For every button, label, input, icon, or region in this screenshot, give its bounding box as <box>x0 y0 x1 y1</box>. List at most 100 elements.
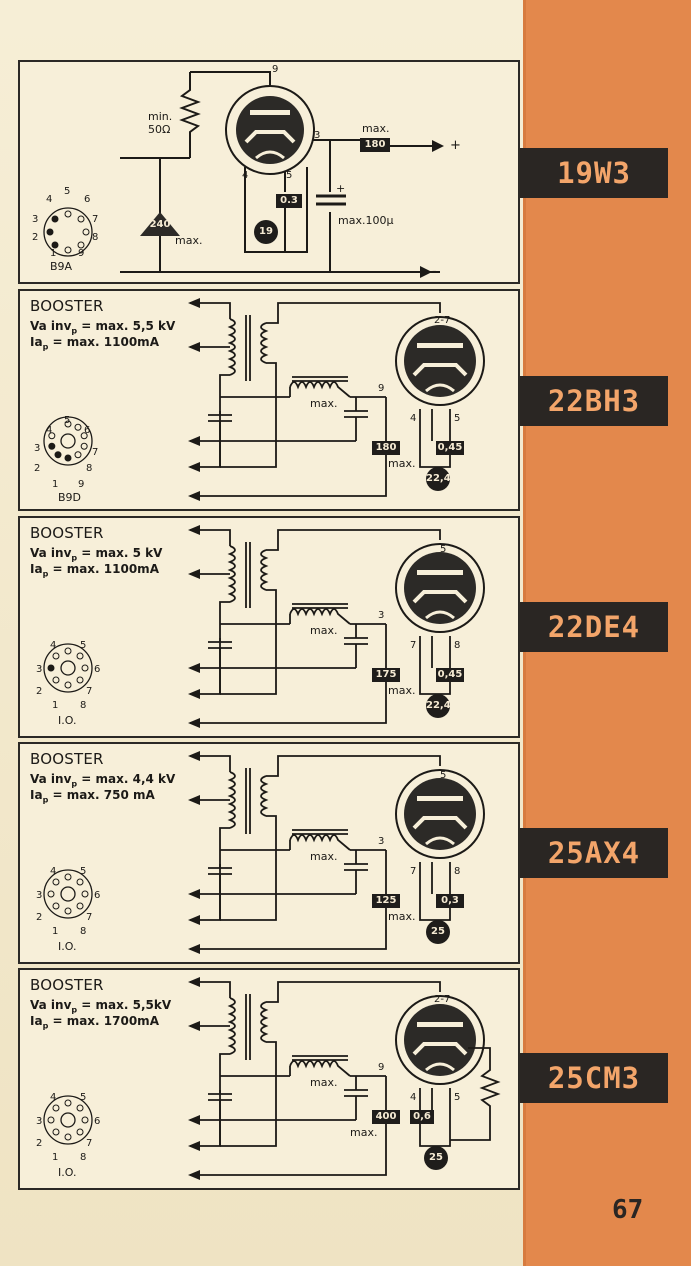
socket-pin-label: 2 <box>34 463 41 474</box>
socket-pin-label: 3 <box>36 1116 43 1127</box>
choke-max-label: max. <box>310 1076 338 1089</box>
box-max-label: max. <box>388 684 416 697</box>
box-right: 0,3 <box>436 894 464 908</box>
choke-max-label: max. <box>310 624 338 637</box>
pin-top: 9 <box>272 64 279 75</box>
page-number: 67 <box>612 1195 644 1225</box>
socket-name: I.O. <box>58 940 77 953</box>
socket-pin-9: 9 <box>78 248 85 259</box>
tube-tag-25cm3: 25CM3 <box>520 1053 668 1103</box>
socket-pin-label: 8 <box>80 700 87 711</box>
socket-pin-label: 1 <box>52 1152 59 1163</box>
socket-pin-6: 6 <box>84 194 91 205</box>
socket-pin-label: 8 <box>86 463 93 474</box>
booster-title: BOOSTER <box>30 750 104 768</box>
pin-cathode: 3 <box>378 836 385 847</box>
socket-pin-label: 9 <box>78 479 85 490</box>
socket-pin-label: 5 <box>64 415 71 426</box>
pin-top: 5 <box>440 544 447 555</box>
socket-pin-label: 7 <box>86 912 93 923</box>
arrow-minus-icon <box>420 266 432 278</box>
tube-tag-22de4: 22DE4 <box>520 602 668 652</box>
box-max-label: max. <box>350 1126 378 1139</box>
pin5-box: 0.3 <box>276 194 302 208</box>
box-max-label: max. <box>388 910 416 923</box>
diode-icon <box>140 212 180 236</box>
pin-right: 5 <box>454 1092 461 1103</box>
socket-pin-label: 2 <box>36 1138 43 1149</box>
box-left: 180 <box>372 441 400 455</box>
socket-pin-label: 4 <box>50 866 57 877</box>
box-max-label: max. <box>388 457 416 470</box>
socket-b9a-icon <box>43 207 93 257</box>
box-right: 0,45 <box>436 441 464 455</box>
socket-pin-5: 5 <box>64 186 71 197</box>
socket-name: B9D <box>58 491 82 504</box>
heater-badge: 25 <box>424 1146 448 1170</box>
pin-cathode: 9 <box>378 383 385 394</box>
socket-pin-label: 5 <box>80 866 87 877</box>
heater-badge: 19 <box>254 220 278 244</box>
socket-pin-label: 6 <box>94 890 101 901</box>
arrow-plus-icon <box>432 140 444 152</box>
pin-top: 5 <box>440 770 447 781</box>
pin-right: 5 <box>454 413 461 424</box>
panel-19w3: min. 50Ω 9 3 4 5 max. 180 + + max.100μ 0… <box>18 60 520 284</box>
pin-right: 5 <box>286 170 293 181</box>
diode-box: 240 <box>149 219 171 230</box>
pin-right: 8 <box>454 866 461 877</box>
schematic-25ax4 <box>43 751 485 954</box>
booster-title: BOOSTER <box>30 976 104 994</box>
socket-pin-2: 2 <box>32 232 39 243</box>
socket-pin-8: 8 <box>92 232 99 243</box>
choke-max-label: max. <box>310 850 338 863</box>
pin-top: 2-7 <box>434 315 451 326</box>
socket-pin-label: 8 <box>80 1152 87 1163</box>
socket-pin-label: 5 <box>80 640 87 651</box>
socket-pin-7: 7 <box>92 214 99 225</box>
heater-badge: 22,4 <box>426 694 451 718</box>
booster-title: BOOSTER <box>30 297 104 315</box>
plus-terminal: + <box>450 138 461 153</box>
out-box: 180 <box>360 138 390 152</box>
booster-title: BOOSTER <box>30 524 104 542</box>
choke-max-label: max. <box>310 397 338 410</box>
tube-tag-19w3: 19W3 <box>520 148 668 198</box>
socket-pins-icon <box>47 873 89 915</box>
pin-cathode: 3 <box>378 610 385 621</box>
socket-pin-4: 4 <box>46 194 53 205</box>
resistor-label: min. 50Ω <box>148 110 173 136</box>
pin-cathode: 9 <box>378 1062 385 1073</box>
box-left: 175 <box>372 668 400 682</box>
schematic-22bh3 <box>43 298 485 501</box>
socket-pin-label: 7 <box>92 447 99 458</box>
schematic-19w3 <box>43 71 444 278</box>
spec-ia: Iap = max. 1100mA <box>30 335 159 352</box>
box-left: 400 <box>372 1110 400 1124</box>
socket-pins-icon <box>48 420 88 462</box>
cap-label: max.100μ <box>338 214 394 227</box>
spec-va: Va invp = max. 5,5kV <box>30 998 172 1015</box>
spec-va: Va invp = max. 5,5 kV <box>30 319 176 336</box>
pin-top: 2-7 <box>434 994 451 1005</box>
pin-left: 4 <box>242 170 249 181</box>
pin-left: 4 <box>410 413 417 424</box>
socket-name: I.O. <box>58 714 77 727</box>
box-left: 125 <box>372 894 400 908</box>
socket-pin-label: 3 <box>36 890 43 901</box>
spec-ia: Iap = max. 1100mA <box>30 562 159 579</box>
socket-name: B9A <box>50 260 73 273</box>
socket-pin-label: 4 <box>46 425 53 436</box>
socket-pin-label: 3 <box>36 664 43 675</box>
socket-pin-3: 3 <box>32 214 39 225</box>
spec-ia: Iap = max. 750 mA <box>30 788 155 805</box>
socket-pin-label: 7 <box>86 686 93 697</box>
socket-pin-label: 2 <box>36 686 43 697</box>
box-right: 0,45 <box>436 668 464 682</box>
diode-max-label: max. <box>175 234 203 247</box>
socket-pin-label: 1 <box>52 479 59 490</box>
